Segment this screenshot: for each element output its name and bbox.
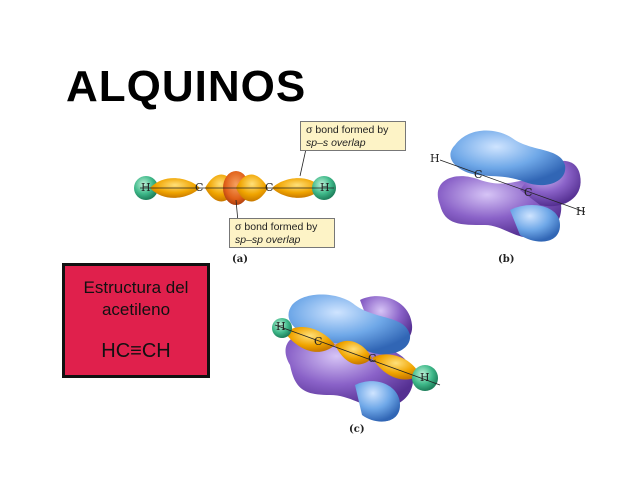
info-box-line1: Estructura del <box>83 278 189 297</box>
callout-sp-s-line2: sp–s overlap <box>306 137 366 149</box>
callout-sp-s-line1: σ bond formed by <box>306 124 389 136</box>
atom-h-left-c: H <box>276 320 286 333</box>
info-box-line2: acetileno <box>101 300 171 319</box>
atom-c-right-b: C <box>524 186 533 199</box>
complete-orbitals-c <box>272 294 441 422</box>
atom-h-left-b: H <box>430 152 440 165</box>
label-b: (b) <box>498 254 515 265</box>
atom-c-right-a: C <box>265 181 274 194</box>
atom-h-right-b: H <box>576 205 586 218</box>
info-box-formula: HC≡CH <box>101 340 171 362</box>
atom-h-right-c: H <box>420 371 430 384</box>
callout-sp-s: σ bond formed by sp–s overlap <box>300 121 406 151</box>
atom-h-left-a: H <box>141 181 151 194</box>
atom-c-left-a: C <box>195 181 204 194</box>
callout-sp-sp: σ bond formed by sp–sp overlap <box>229 218 335 248</box>
page-title: ALQUINOS <box>66 62 307 111</box>
pi-orbitals-b <box>437 130 586 242</box>
callout-sp-sp-line2: sp–sp overlap <box>235 234 301 246</box>
atom-h-right-a: H <box>320 181 330 194</box>
callout-sp-sp-line1: σ bond formed by <box>235 221 318 233</box>
label-a: (a) <box>232 254 248 265</box>
atom-c-right-c: C <box>368 352 377 365</box>
label-c: (c) <box>349 424 365 435</box>
atom-c-left-b: C <box>474 168 483 181</box>
sigma-framework-a <box>134 139 336 223</box>
info-box: Estructura del acetileno HC≡CH <box>62 263 210 378</box>
atom-c-left-c: C <box>314 335 323 348</box>
